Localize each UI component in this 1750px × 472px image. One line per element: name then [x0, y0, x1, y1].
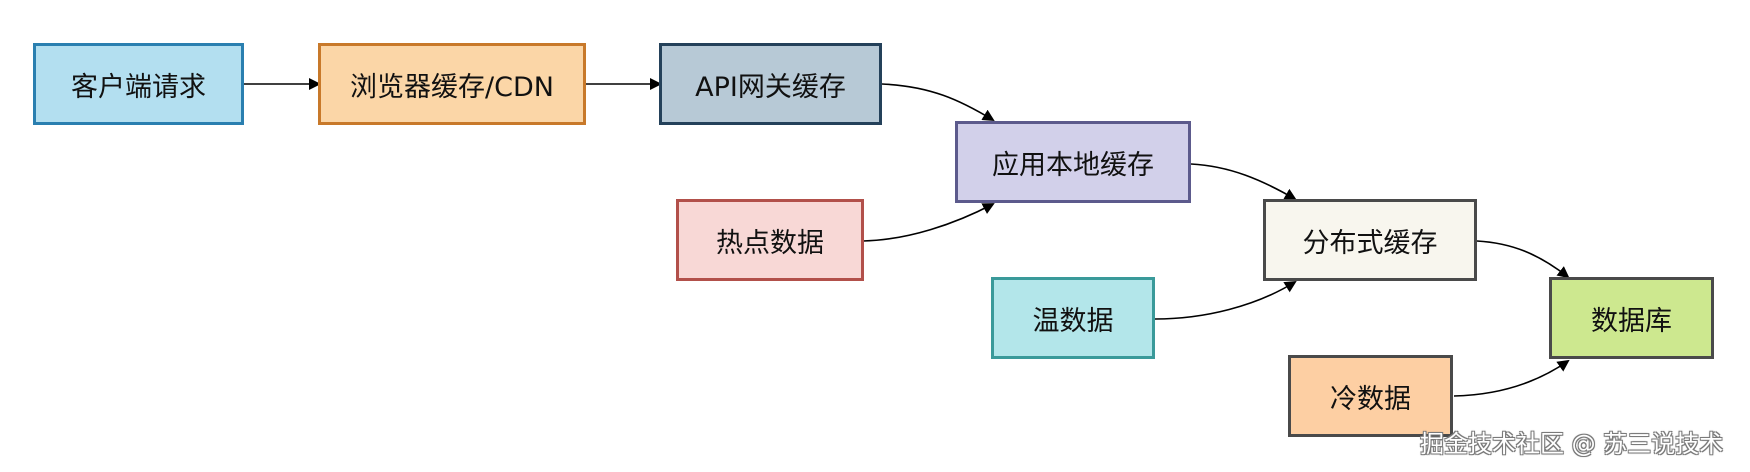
- node-app-local-cache[interactable]: 应用本地缓存: [955, 121, 1191, 203]
- node-database[interactable]: 数据库: [1549, 277, 1714, 359]
- node-label: 数据库: [1591, 305, 1672, 337]
- node-warm-data[interactable]: 温数据: [991, 277, 1155, 359]
- node-label: 冷数据: [1330, 383, 1411, 415]
- node-label: 浏览器缓存/CDN: [350, 71, 554, 103]
- node-label: 温数据: [1032, 305, 1114, 337]
- edge-cold-db: [1453, 359, 1570, 397]
- node-cold-data[interactable]: 冷数据: [1288, 355, 1453, 437]
- edge-local-dist: [1190, 163, 1297, 200]
- node-client-request[interactable]: 客户端请求: [33, 43, 244, 125]
- edge-hot-local: [862, 203, 995, 242]
- node-label: 客户端请求: [71, 71, 206, 103]
- watermark: 掘金技术社区 @ 苏三说技术: [1420, 430, 1724, 458]
- node-label: 热点数据: [716, 227, 824, 259]
- node-hot-data[interactable]: 热点数据: [676, 199, 864, 281]
- edge-gateway-local: [881, 83, 995, 122]
- node-api-gateway-cache[interactable]: API网关缓存: [659, 43, 882, 125]
- node-label: 分布式缓存: [1302, 227, 1438, 259]
- edge-warm-dist: [1154, 280, 1297, 320]
- node-browser-cdn-cache[interactable]: 浏览器缓存/CDN: [318, 43, 586, 125]
- node-distributed-cache[interactable]: 分布式缓存: [1263, 199, 1477, 281]
- node-label: API网关缓存: [695, 71, 846, 103]
- node-label: 应用本地缓存: [992, 149, 1154, 181]
- edge-dist-db: [1476, 240, 1570, 279]
